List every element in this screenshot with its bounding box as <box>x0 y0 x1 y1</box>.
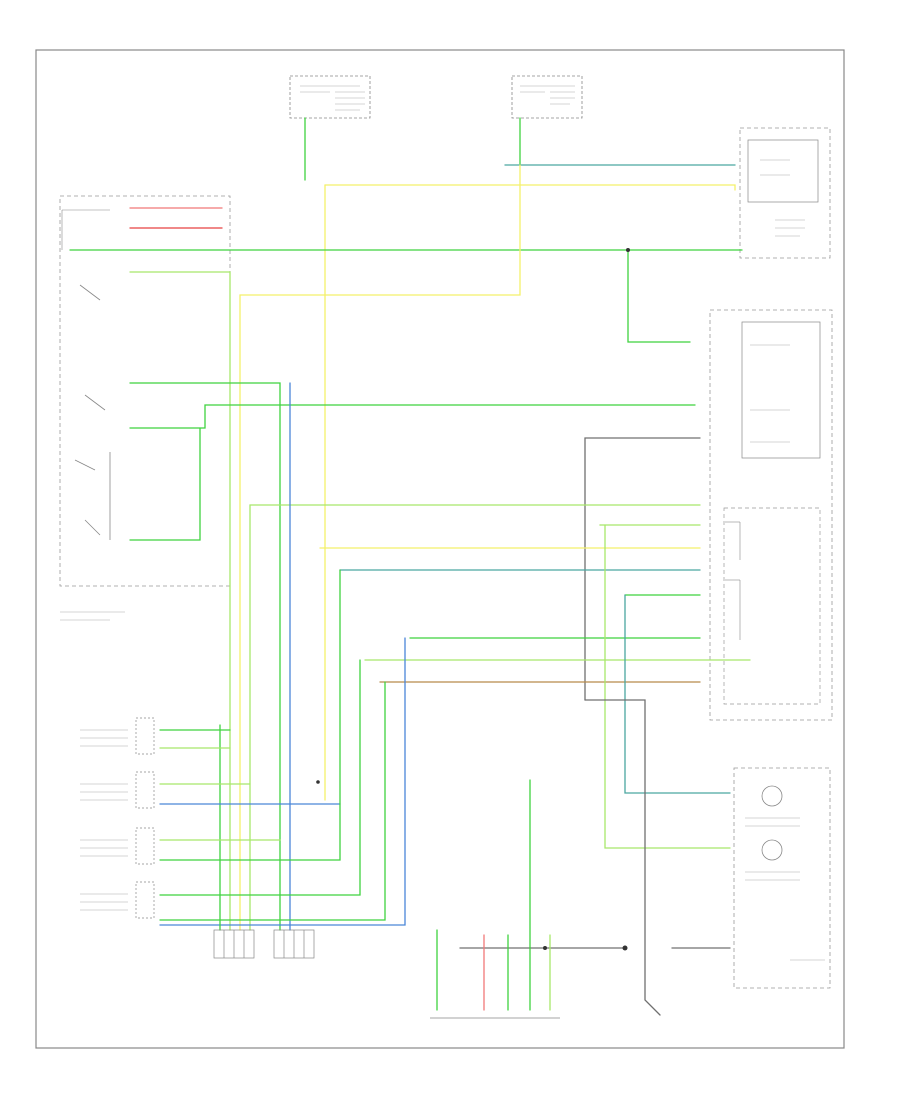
lamp-symbols-left <box>80 717 155 919</box>
wire-cluster-green <box>604 524 731 849</box>
wire-drop-blue-2 <box>159 637 406 926</box>
wire-ltgreen-rh <box>129 271 231 931</box>
diagram-frame <box>35 49 845 1049</box>
flasher-box <box>739 127 831 259</box>
splice-dots <box>316 248 630 951</box>
wire-drop-green-c <box>159 681 386 921</box>
cluster-box <box>733 767 831 989</box>
wire-flasher-yellow <box>324 184 736 191</box>
wire-gray-module <box>584 437 701 701</box>
wire-mid-ltgreen-1 <box>249 504 701 931</box>
wire-sw-green-2 <box>129 404 696 429</box>
turn-signal-module-box <box>709 309 833 721</box>
right-turn-indicator-icon <box>761 839 783 861</box>
fuse-box-left <box>289 75 371 119</box>
wire-cluster-blue <box>624 594 731 794</box>
wire-lamp-6 <box>159 569 341 861</box>
wire-drop-green-b <box>159 659 361 896</box>
left-turn-indicator-icon <box>761 785 783 807</box>
wires <box>69 117 751 1016</box>
wire-sw-green-3 <box>129 427 201 541</box>
wire-gray-ground <box>584 699 661 1016</box>
wire-sw-green-1 <box>129 382 281 931</box>
bottom-connectors-left <box>213 929 315 959</box>
fuse-box-right <box>511 75 583 119</box>
wire-yellow-loop <box>239 164 521 931</box>
wire-main-to-module <box>627 249 691 343</box>
